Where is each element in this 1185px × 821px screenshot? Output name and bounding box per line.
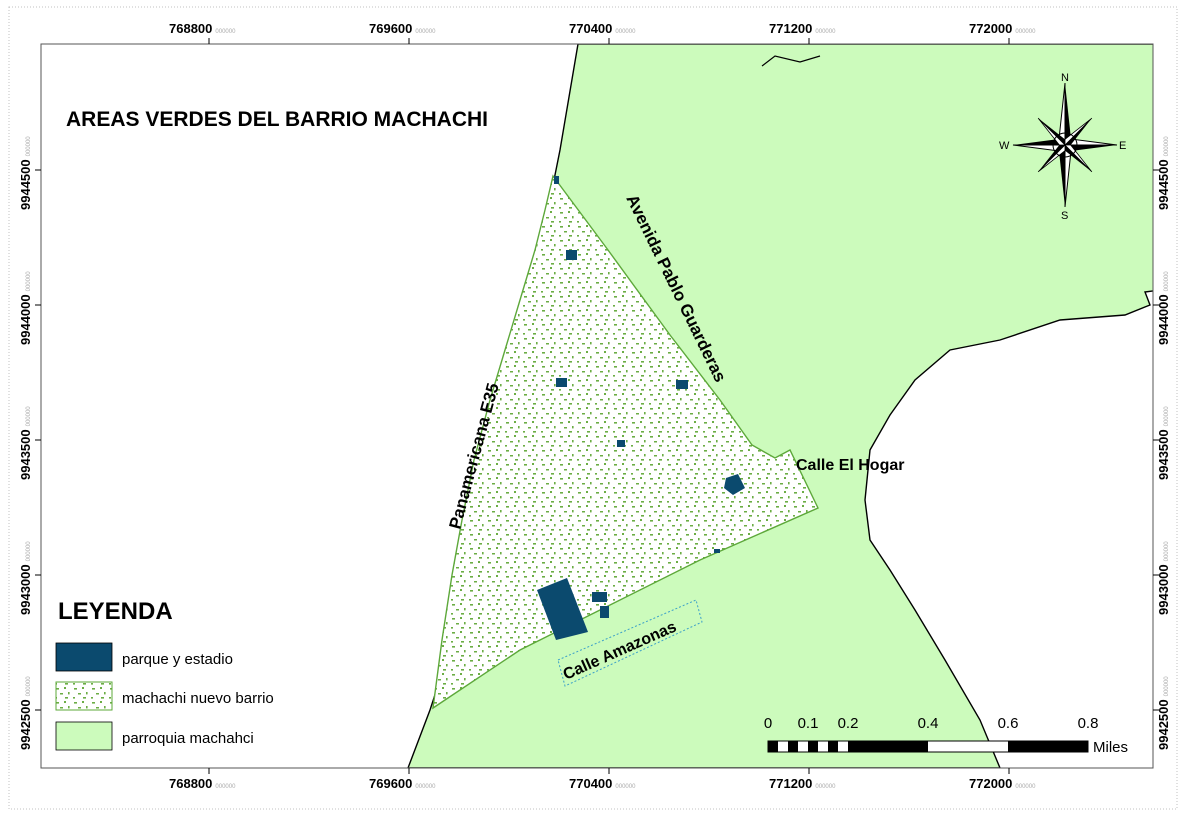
grid-y-label-right-1: 9944000000000: [1156, 271, 1171, 345]
scale-segment: [798, 741, 808, 752]
scale-tick-label: 0.8: [1078, 715, 1099, 732]
grid-y-label-right-3: 9943000000000: [1156, 541, 1171, 615]
scale-segment: [838, 741, 848, 752]
grid-y-label-left-0: 9944500000000: [18, 136, 33, 210]
scale-segment: [788, 741, 798, 752]
compass-rose-icon: N S E W: [999, 72, 1126, 222]
legend: LEYENDA parque y estadio machachi nuevo …: [55, 598, 274, 751]
grid-y-label-left-1: 9944000000000: [18, 271, 33, 345]
barrio-area: [432, 174, 819, 710]
scale-segment: [928, 741, 1008, 752]
legend-title: LEYENDA: [58, 598, 173, 625]
scale-segment: [808, 741, 818, 752]
grid-y-label-right-4: 9942500000000: [1156, 676, 1171, 750]
scale-segment: [828, 741, 838, 752]
legend-swatch-parroquia: [55, 721, 113, 751]
legend-swatch-parque: [55, 642, 113, 672]
scale-tick-label: 0.6: [998, 715, 1019, 732]
scale-segment: [778, 741, 788, 752]
amazonas-selection: [557, 599, 703, 687]
legend-swatch-barrio: [55, 681, 113, 711]
compass-s: S: [1061, 210, 1068, 222]
scale-tick-label: 0: [764, 715, 772, 732]
legend-label-parroquia: parroquia machahci: [122, 730, 254, 747]
grid-y-label-left-3: 9943000000000: [18, 541, 33, 615]
scale-tick-label: 0.1: [798, 715, 819, 732]
map-frame: [40, 43, 1154, 769]
grid-y-label-right-2: 9943500000000: [1156, 406, 1171, 480]
scale-unit: Miles: [1093, 739, 1128, 756]
scale-bar: 0 0.1 0.2 0.4 0.6 0.8 Miles: [764, 715, 1128, 756]
scale-segment: [768, 741, 778, 752]
compass-n: N: [1061, 72, 1069, 84]
scale-segment: [818, 741, 828, 752]
grid-y-label-right-0: 9944500000000: [1156, 136, 1171, 210]
street-label-el-hogar: Calle El Hogar: [796, 457, 904, 474]
map-body: [41, 44, 1153, 768]
park-areas: [537, 176, 745, 640]
scale-segment: [848, 741, 928, 752]
legend-label-parque: parque y estadio: [122, 651, 233, 668]
compass-w: W: [999, 140, 1010, 152]
compass-e: E: [1119, 140, 1126, 152]
scale-segment: [1008, 741, 1088, 752]
page-border: [8, 6, 1178, 810]
grid-y-label-left-2: 9943500000000: [18, 406, 33, 480]
map-title: AREAS VERDES DEL BARRIO MACHACHI: [66, 108, 488, 131]
grid-y-label-left-4: 9942500000000: [18, 676, 33, 750]
legend-label-barrio: machachi nuevo barrio: [122, 690, 274, 707]
scale-tick-label: 0.2: [838, 715, 859, 732]
scale-tick-label: 0.4: [918, 715, 939, 732]
